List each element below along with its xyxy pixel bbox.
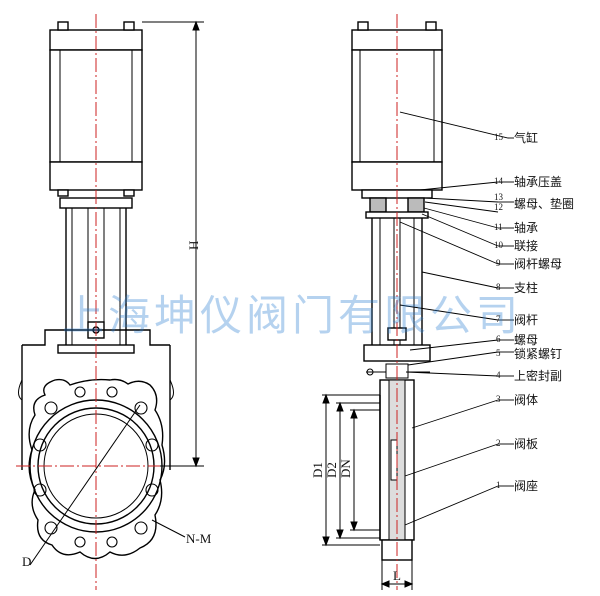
part-leaders <box>399 111 514 526</box>
part-num: 9 <box>496 258 501 268</box>
bolt-holes <box>33 386 159 548</box>
part-num: 4 <box>496 370 501 380</box>
front-view <box>16 14 204 590</box>
part-label: 支柱 <box>514 280 538 295</box>
part-label: 阀杆螺母 <box>514 257 562 271</box>
front-flange <box>28 378 166 560</box>
part-num: 12 <box>494 202 503 212</box>
dim-h-label: H <box>186 241 201 250</box>
part-label: 螺母、垫圈 <box>514 196 574 211</box>
h-dimension <box>142 20 204 468</box>
nm-leader <box>151 519 186 538</box>
part-num: 1 <box>496 480 501 490</box>
diameter-leader <box>29 404 141 566</box>
side-cylinder <box>351 21 443 191</box>
part-label: 上密封副 <box>514 368 562 383</box>
part-num: 15 <box>494 132 504 142</box>
part-label: 轴承 <box>514 220 538 235</box>
part-label: 阀体 <box>514 393 538 407</box>
part-num: 13 <box>494 192 504 202</box>
part-label: 阀座 <box>514 478 538 493</box>
part-num: 11 <box>494 222 503 232</box>
part-label: 气缸 <box>514 130 538 145</box>
dim-d-label: D <box>22 554 31 569</box>
part-label: 螺母 <box>514 333 538 347</box>
part-num: 6 <box>496 334 501 344</box>
front-cylinder <box>49 21 143 197</box>
dim-d1-label: D1 <box>310 462 325 478</box>
part-num: 3 <box>496 394 501 404</box>
dim-nm-label: N-M <box>186 531 212 546</box>
part-label: 轴承压盖 <box>514 174 562 189</box>
part-list: 15 气缸 14 轴承压盖 13 12 螺母、垫圈 11 轴承 10 联接 9 … <box>494 130 574 493</box>
part-label: 阀板 <box>514 437 538 451</box>
front-body <box>18 329 174 470</box>
part-num: 8 <box>496 282 501 292</box>
part-label: 联接 <box>514 238 538 253</box>
dim-dn-label: DN <box>338 459 353 478</box>
side-view <box>322 14 514 590</box>
side-lock-screw <box>366 363 430 379</box>
part-label: 阀杆 <box>514 313 538 327</box>
part-label: 锁紧螺钉 <box>514 346 562 361</box>
part-num: 2 <box>496 438 501 448</box>
part-num: 14 <box>494 176 504 186</box>
side-dimensions <box>322 393 414 590</box>
part-num: 5 <box>496 348 501 358</box>
dim-l-label: L <box>393 568 401 583</box>
watermark-text: 上海坤仪阀门有限公司 <box>62 291 522 340</box>
dim-d2-label: D2 <box>324 462 339 478</box>
part-num: 10 <box>494 240 504 250</box>
part-num: 7 <box>496 314 501 324</box>
